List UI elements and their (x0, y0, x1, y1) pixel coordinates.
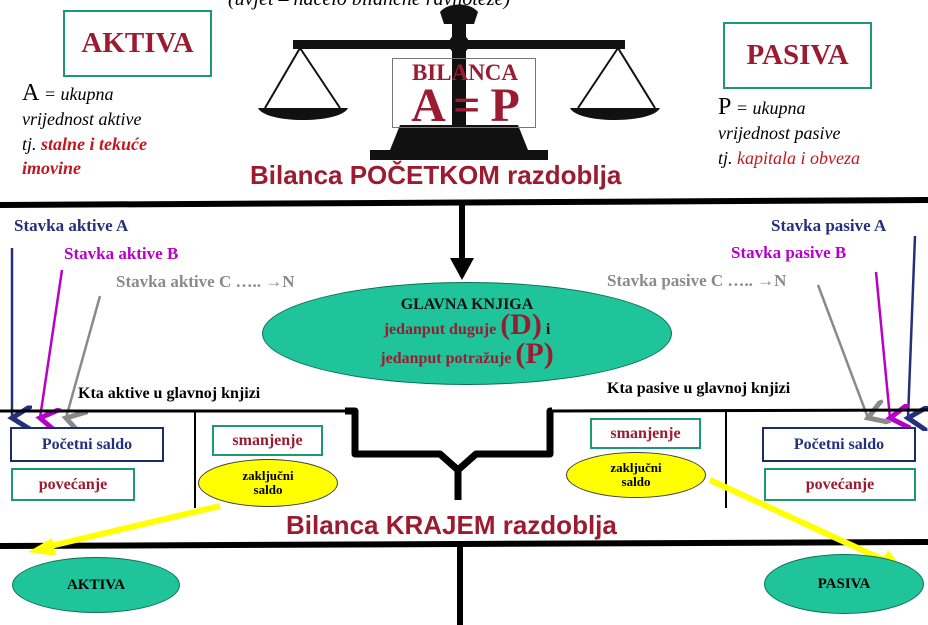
right-closing-label: zaključni saldo (610, 460, 662, 489)
header-fragment: (uvjet – načelo bilančne ravnoteže) (228, 0, 510, 11)
bottom-pasiva-label: PASIVA (817, 575, 871, 592)
aktiva-def-line2: vrijednost aktive (22, 109, 142, 129)
left-opening-balance: Početni saldo (10, 427, 164, 462)
ledger-p: (P) (515, 336, 554, 370)
stavka-aktive-a: Stavka aktive A (14, 216, 129, 235)
aktiva-def-red2: imovine (22, 158, 81, 178)
left-closing-balance: zaključni saldo (198, 459, 338, 507)
bottom-aktiva-label: AKTIVA (66, 576, 126, 593)
pasiva-title: PASIVA (746, 39, 849, 71)
bottom-aktiva: AKTIVA (12, 557, 180, 613)
aktiva-def-prefix: tj. (22, 134, 42, 154)
ledger-and: i (541, 320, 551, 338)
stavka-pasive-a: Stavka pasive A (771, 216, 887, 235)
balance-scale-icon (258, 4, 660, 170)
ledger-title: GLAVNA KNJIGA (400, 295, 534, 313)
aktiva-def-red: stalne i tekuće (41, 134, 148, 154)
left-increase-label: povećanje (38, 475, 108, 493)
right-decrease-label: smanjenje (610, 424, 681, 442)
pasiva-def-red: kapitala i obveza (737, 148, 860, 168)
pasiva-def-line2: vrijednost pasive (718, 123, 841, 143)
kta-aktive-label: Kta aktive u glavnoj knjizi (78, 385, 261, 402)
pasiva-letter: P (718, 94, 732, 120)
left-decrease: smanjenje (212, 425, 323, 456)
kta-pasive-label: Kta pasive u glavnoj knjizi (607, 380, 791, 397)
aktiva-def-line1: = ukupna (39, 84, 114, 104)
aktiva-letter: A (22, 80, 40, 106)
bilanca-start-title: Bilanca POČETKOM razdoblja (248, 160, 624, 191)
left-decrease-label: smanjenje (232, 431, 303, 449)
stavka-pasive-b: Stavka pasive B (731, 243, 847, 262)
glavna-knjiga-ellipse: GLAVNA KNJIGA jedanput duguje (D) i jeda… (262, 282, 672, 385)
pasiva-definition: P = ukupna vrijednost pasive tj. kapital… (718, 94, 928, 169)
stavka-pasive-c: Stavka pasive C ….. →N (607, 271, 787, 290)
pasiva-def-line1: = ukupna (731, 98, 806, 118)
right-closing-balance: zaključni saldo (566, 452, 706, 498)
pasiva-title-box: PASIVA (723, 22, 872, 89)
scale-label: BILANCA (411, 60, 519, 85)
stavka-aktive-c: Stavka aktive C ….. →N (116, 272, 295, 291)
scale-equation: A = P (411, 79, 520, 132)
right-opening-balance: Početni saldo (762, 427, 916, 462)
aktiva-title: AKTIVA (81, 27, 194, 59)
right-increase: povećanje (764, 468, 916, 501)
aktiva-definition: A = ukupna vrijednost aktive tj. stalne … (22, 80, 222, 179)
pasiva-def-prefix: tj. (718, 148, 738, 168)
stavka-aktive-b: Stavka aktive B (64, 244, 179, 263)
ledger-d: (D) (500, 307, 542, 341)
aktiva-title-box: AKTIVA (63, 10, 212, 77)
left-closing-label: zaključni saldo (242, 468, 294, 497)
left-increase: povećanje (11, 468, 135, 501)
bottom-pasiva: PASIVA (764, 554, 924, 614)
ledger-line3: jedanput potražuje (380, 349, 512, 367)
bilanca-end-title: Bilanca KRAJEM razdoblja (286, 510, 617, 540)
right-opening-label: Početni saldo (793, 435, 885, 453)
ledger-line2: jedanput duguje (383, 320, 497, 338)
scale-label-box (392, 58, 536, 128)
right-increase-label: povećanje (805, 475, 875, 493)
left-opening-label: Početni saldo (41, 435, 133, 453)
right-decrease: smanjenje (590, 418, 701, 449)
